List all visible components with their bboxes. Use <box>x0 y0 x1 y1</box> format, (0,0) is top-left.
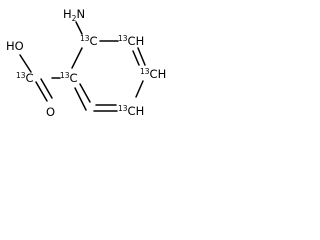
atom-labels: H2N HO O 13C 13C 13C 13CH 13CH 13CH <box>6 7 166 119</box>
ring-c2-isotope: 13 <box>80 34 90 43</box>
ring-c4-label: 13CH <box>140 67 166 81</box>
bond-ring-nh2 <box>75 21 83 35</box>
bond-ring-3-inner <box>132 50 140 66</box>
ring-c5-isotope: 13 <box>118 104 128 113</box>
ring-c1-label: 13C <box>60 71 78 85</box>
bond-ring-4 <box>135 80 144 98</box>
ring-c5-label: 13CH <box>118 104 144 118</box>
carboxyl-isotope: 13 <box>16 71 26 80</box>
ring-c3-element: CH <box>128 34 145 48</box>
ring-c2-element: C <box>90 34 98 48</box>
carboxyl-element: C <box>26 71 34 85</box>
amino-label: H2N <box>63 7 85 23</box>
ring-c4-element: CH <box>150 67 167 81</box>
ring-c3-isotope: 13 <box>118 34 128 43</box>
oxo-label: O <box>46 105 55 119</box>
carboxyl-carbon-label: 13C <box>16 71 34 85</box>
bonds <box>19 21 146 112</box>
bond-c-o-double-b <box>40 78 53 99</box>
bond-c-oh <box>19 54 32 73</box>
amino-h: H <box>63 7 72 21</box>
bond-ring-6 <box>74 87 87 111</box>
ring-c1-element: C <box>70 71 78 85</box>
ring-c2-label: 13C <box>80 34 98 48</box>
bond-c-o-double-a <box>35 81 48 102</box>
structure-diagram: H2N HO O 13C 13C 13C 13CH 13CH 13CH <box>6 7 166 119</box>
bond-ring-6-inner <box>79 83 91 103</box>
bond-ring-1 <box>71 47 83 69</box>
bond-ring-3 <box>137 47 146 66</box>
ring-c3-label: 13CH <box>118 34 144 48</box>
hydroxyl-label: HO <box>6 39 24 53</box>
ring-c5-element: CH <box>128 104 145 118</box>
amino-sub: 2 <box>72 14 77 23</box>
ring-c1-isotope: 13 <box>60 71 70 80</box>
amino-n: N <box>76 7 85 21</box>
ring-c4-isotope: 13 <box>140 67 150 76</box>
